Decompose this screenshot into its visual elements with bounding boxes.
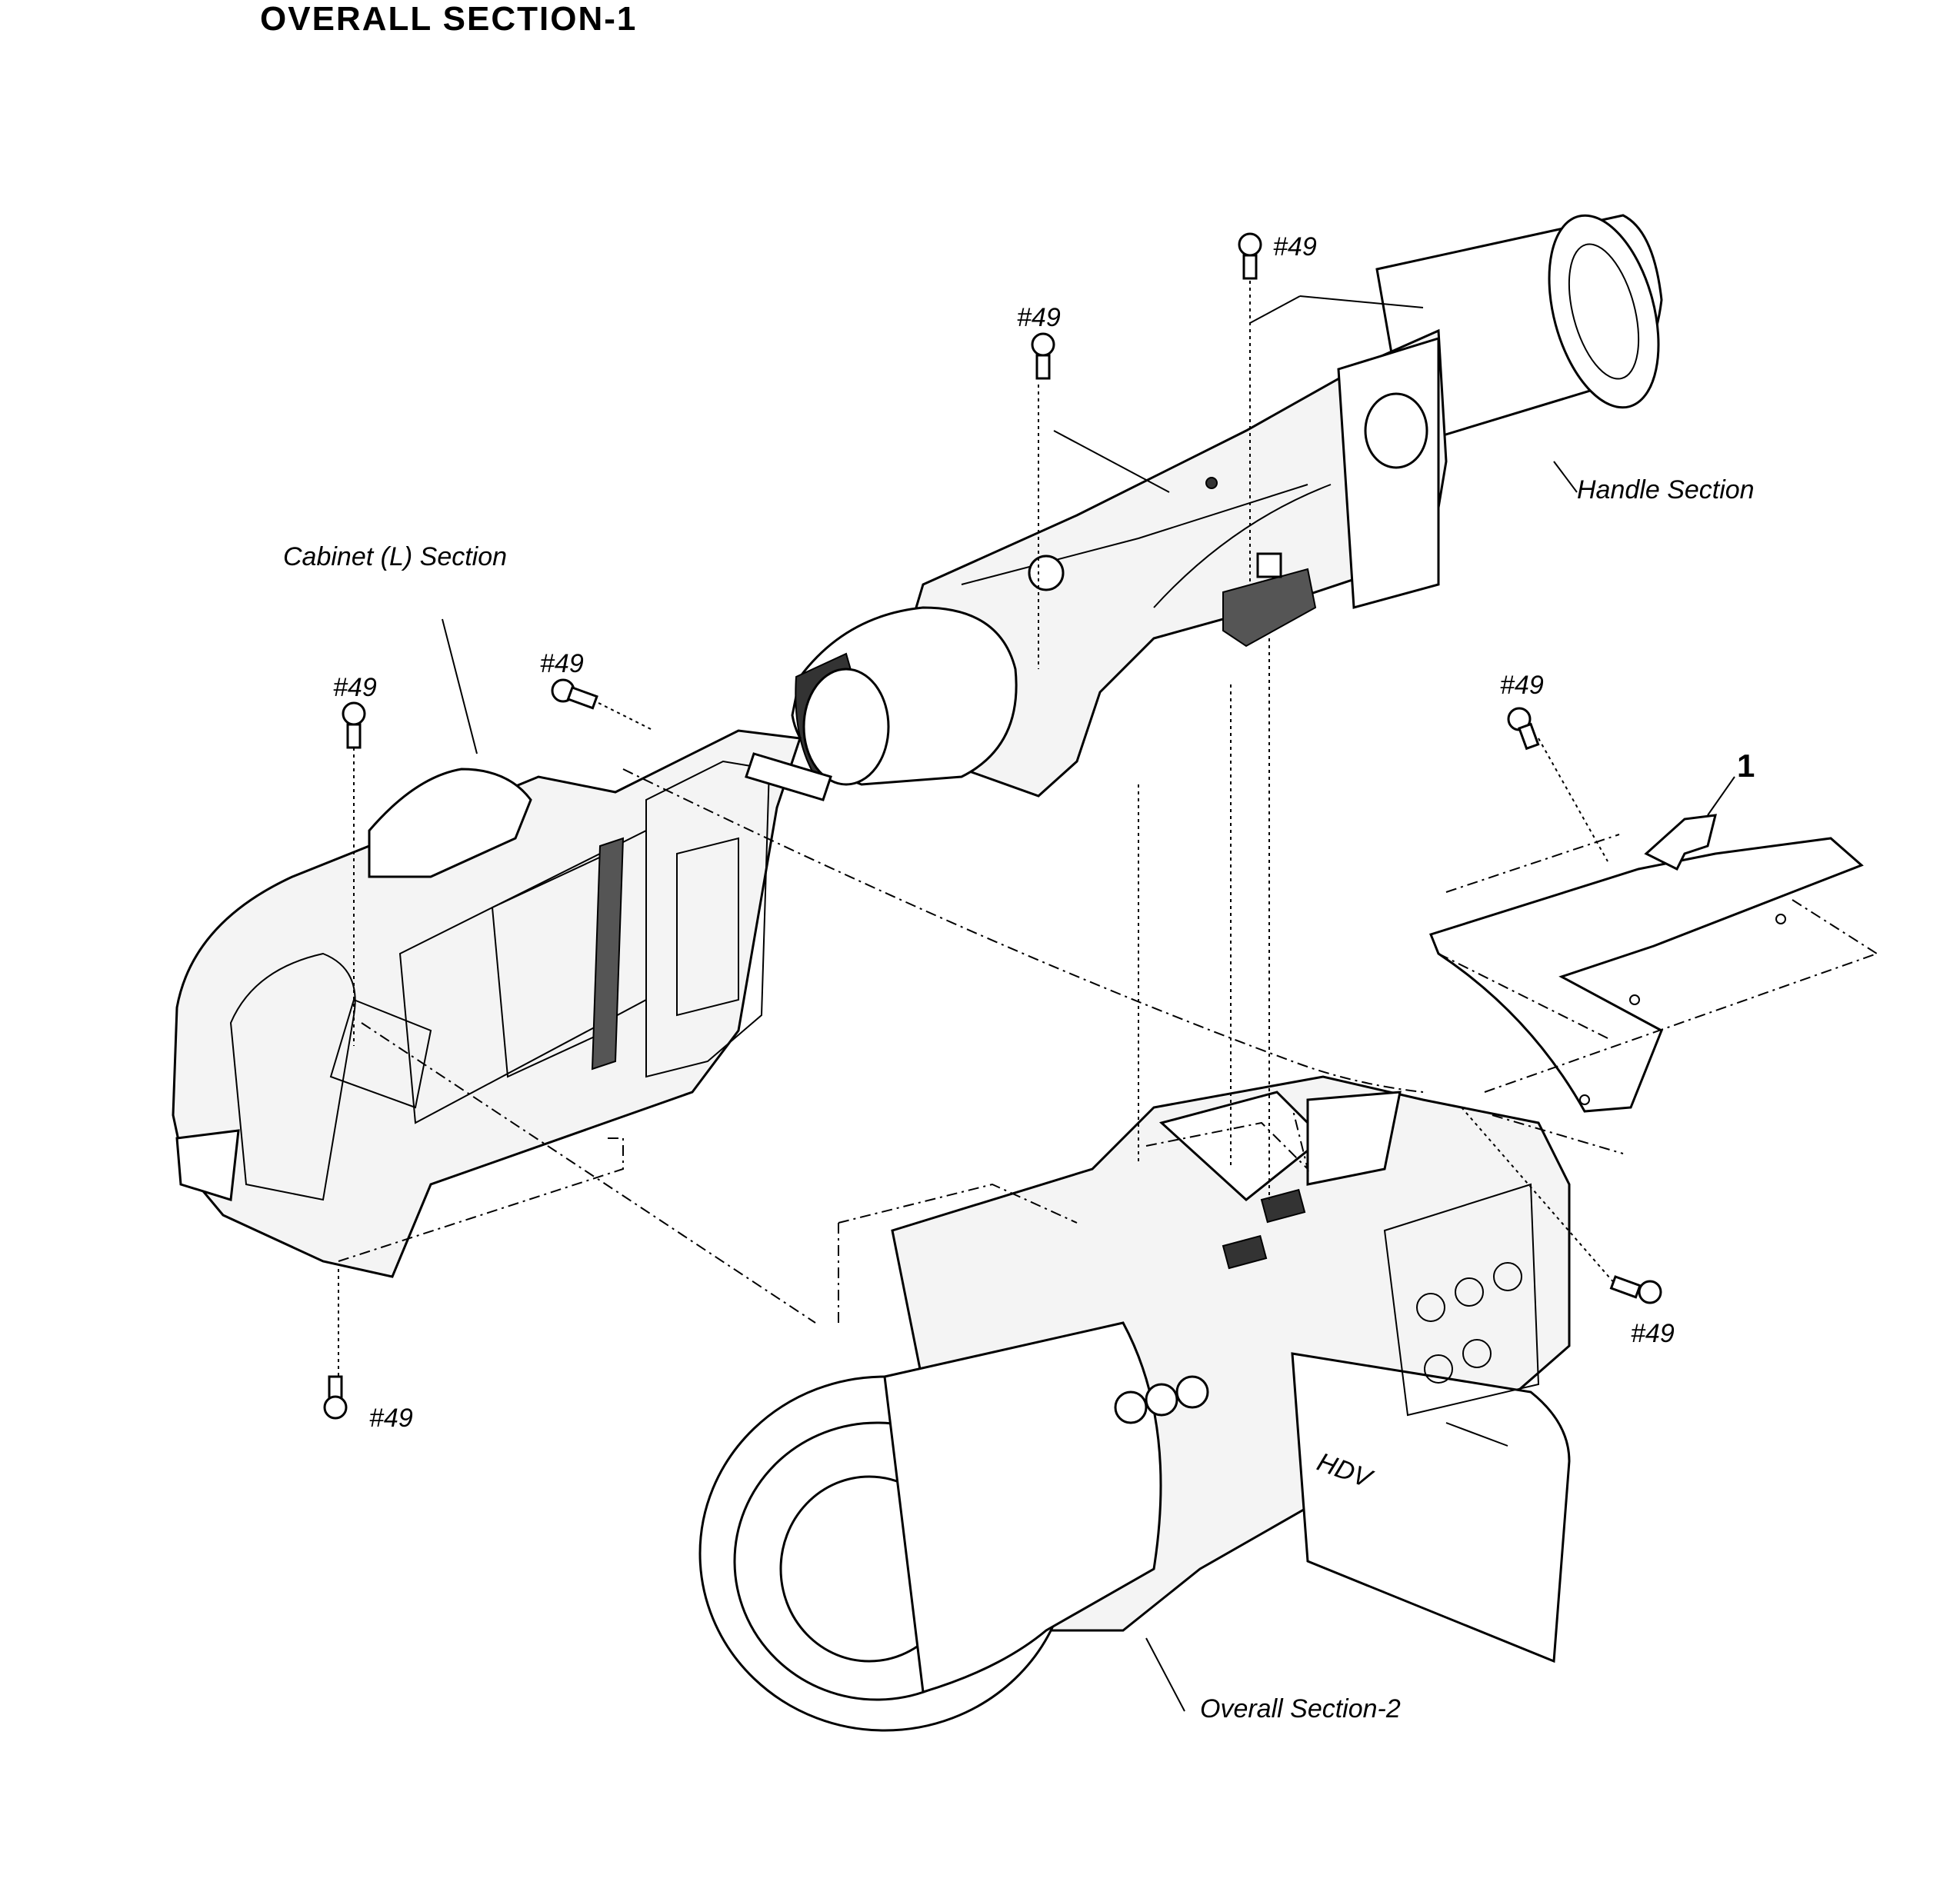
leader-lines	[442, 461, 1735, 1712]
screw-49-bottom-left	[323, 1375, 348, 1420]
part-1-cover-plate	[1429, 814, 1864, 1113]
overall-section-2-label: Overall Section-2	[1200, 1694, 1401, 1723]
cabinet-l-section-label: Cabinet (L) Section	[283, 542, 507, 571]
screw-49-part-1	[1507, 707, 1540, 751]
part-1-label: 1	[1737, 748, 1755, 784]
screw-label-bottom-left: #49	[369, 1404, 413, 1433]
screw-label-cabinet-left: #49	[333, 673, 377, 702]
screw-label-body-right: #49	[1631, 1319, 1675, 1348]
screw-label-top-handle: #49	[1273, 232, 1317, 261]
screw-label-cabinet-top: #49	[540, 649, 584, 678]
handle-section-assembly	[791, 214, 1663, 798]
screw-label-part-1: #49	[1500, 671, 1544, 700]
screw-49-top-handle	[1238, 232, 1262, 280]
screw-49-body-right	[1609, 1275, 1662, 1304]
alignment-lines	[338, 281, 1878, 1384]
screw-49-cabinet-left	[342, 701, 366, 749]
screw-49-cabinet-top	[551, 678, 598, 710]
page-title: OVERALL SECTION-1	[260, 0, 638, 38]
cabinet-l-section-assembly	[172, 729, 832, 1278]
screw-49-mid-handle	[1031, 332, 1055, 380]
screw-label-mid-handle: #49	[1017, 303, 1061, 332]
overall-section-2-assembly	[698, 1075, 1571, 1732]
handle-section-label: Handle Section	[1577, 475, 1755, 505]
